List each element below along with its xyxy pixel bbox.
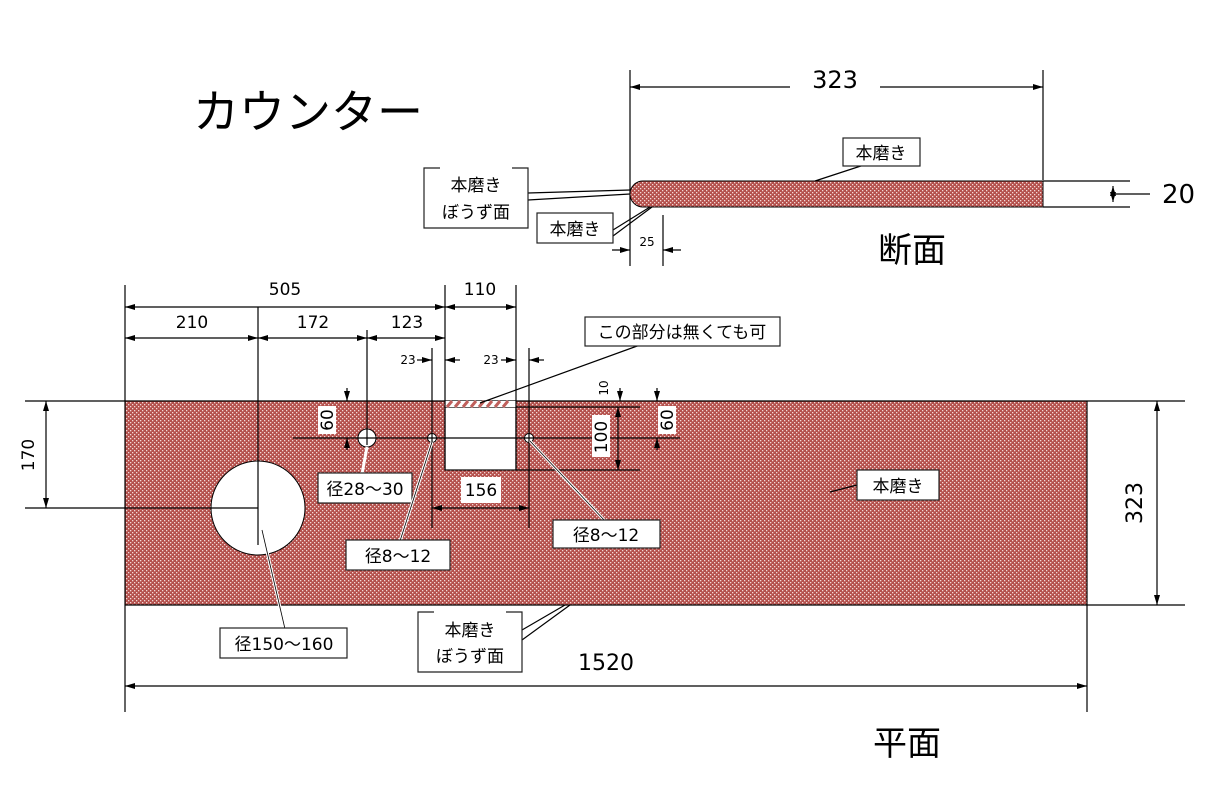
dim-60-left: 60 (318, 409, 338, 431)
section-note-top: 本磨き (856, 144, 907, 164)
section-thickness-dim: 20 (1162, 180, 1195, 210)
note-surface: 本磨き (873, 477, 924, 497)
dim-110: 110 (464, 280, 496, 300)
note-edge-line1: 本磨き (445, 621, 496, 641)
dim-172: 172 (297, 313, 329, 333)
optional-strip (445, 400, 516, 408)
dim-170: 170 (19, 439, 39, 471)
dim-156: 156 (465, 481, 497, 501)
dim-210: 210 (176, 313, 208, 333)
note-small-hole-left: 径8～12 (365, 547, 431, 567)
section-view: 20 323 20 25 本磨き 本磨き ぼうず面 本磨き 断面 (423, 66, 1195, 271)
section-slab (629, 180, 1044, 208)
drawing-title: カウンター (193, 85, 423, 139)
dim-1520: 1520 (578, 651, 634, 676)
dim-323: 323 (1123, 482, 1148, 524)
dim-60-right: 60 (658, 409, 678, 431)
dim-23-left: 23 (400, 353, 415, 367)
section-edge-note-line1: 本磨き (451, 176, 502, 196)
note-small-hole-right: 径8～12 (573, 526, 639, 546)
section-edge-dim: 25 (639, 235, 654, 249)
note-optional: この部分は無くても可 (598, 323, 767, 343)
plan-view: 505 110 210 172 123 23 23 100 10 60 60 1… (19, 280, 1185, 764)
dim-10: 10 (597, 380, 611, 395)
note-edge-line2: ぼうず面 (436, 647, 504, 667)
section-width-dim: 323 (812, 66, 858, 94)
plan-label: 平面 (873, 724, 941, 764)
dim-100: 100 (592, 421, 612, 453)
dim-123: 123 (391, 313, 423, 333)
section-edge-note-line2: ぼうず面 (442, 203, 510, 223)
dim-505: 505 (269, 280, 301, 300)
note-faucet-hole: 径28～30 (326, 480, 403, 500)
note-sink-hole: 径150～160 (235, 635, 334, 655)
section-note-bottom: 本磨き (550, 220, 601, 240)
dim-23-right: 23 (483, 353, 498, 367)
section-label: 断面 (878, 231, 946, 271)
